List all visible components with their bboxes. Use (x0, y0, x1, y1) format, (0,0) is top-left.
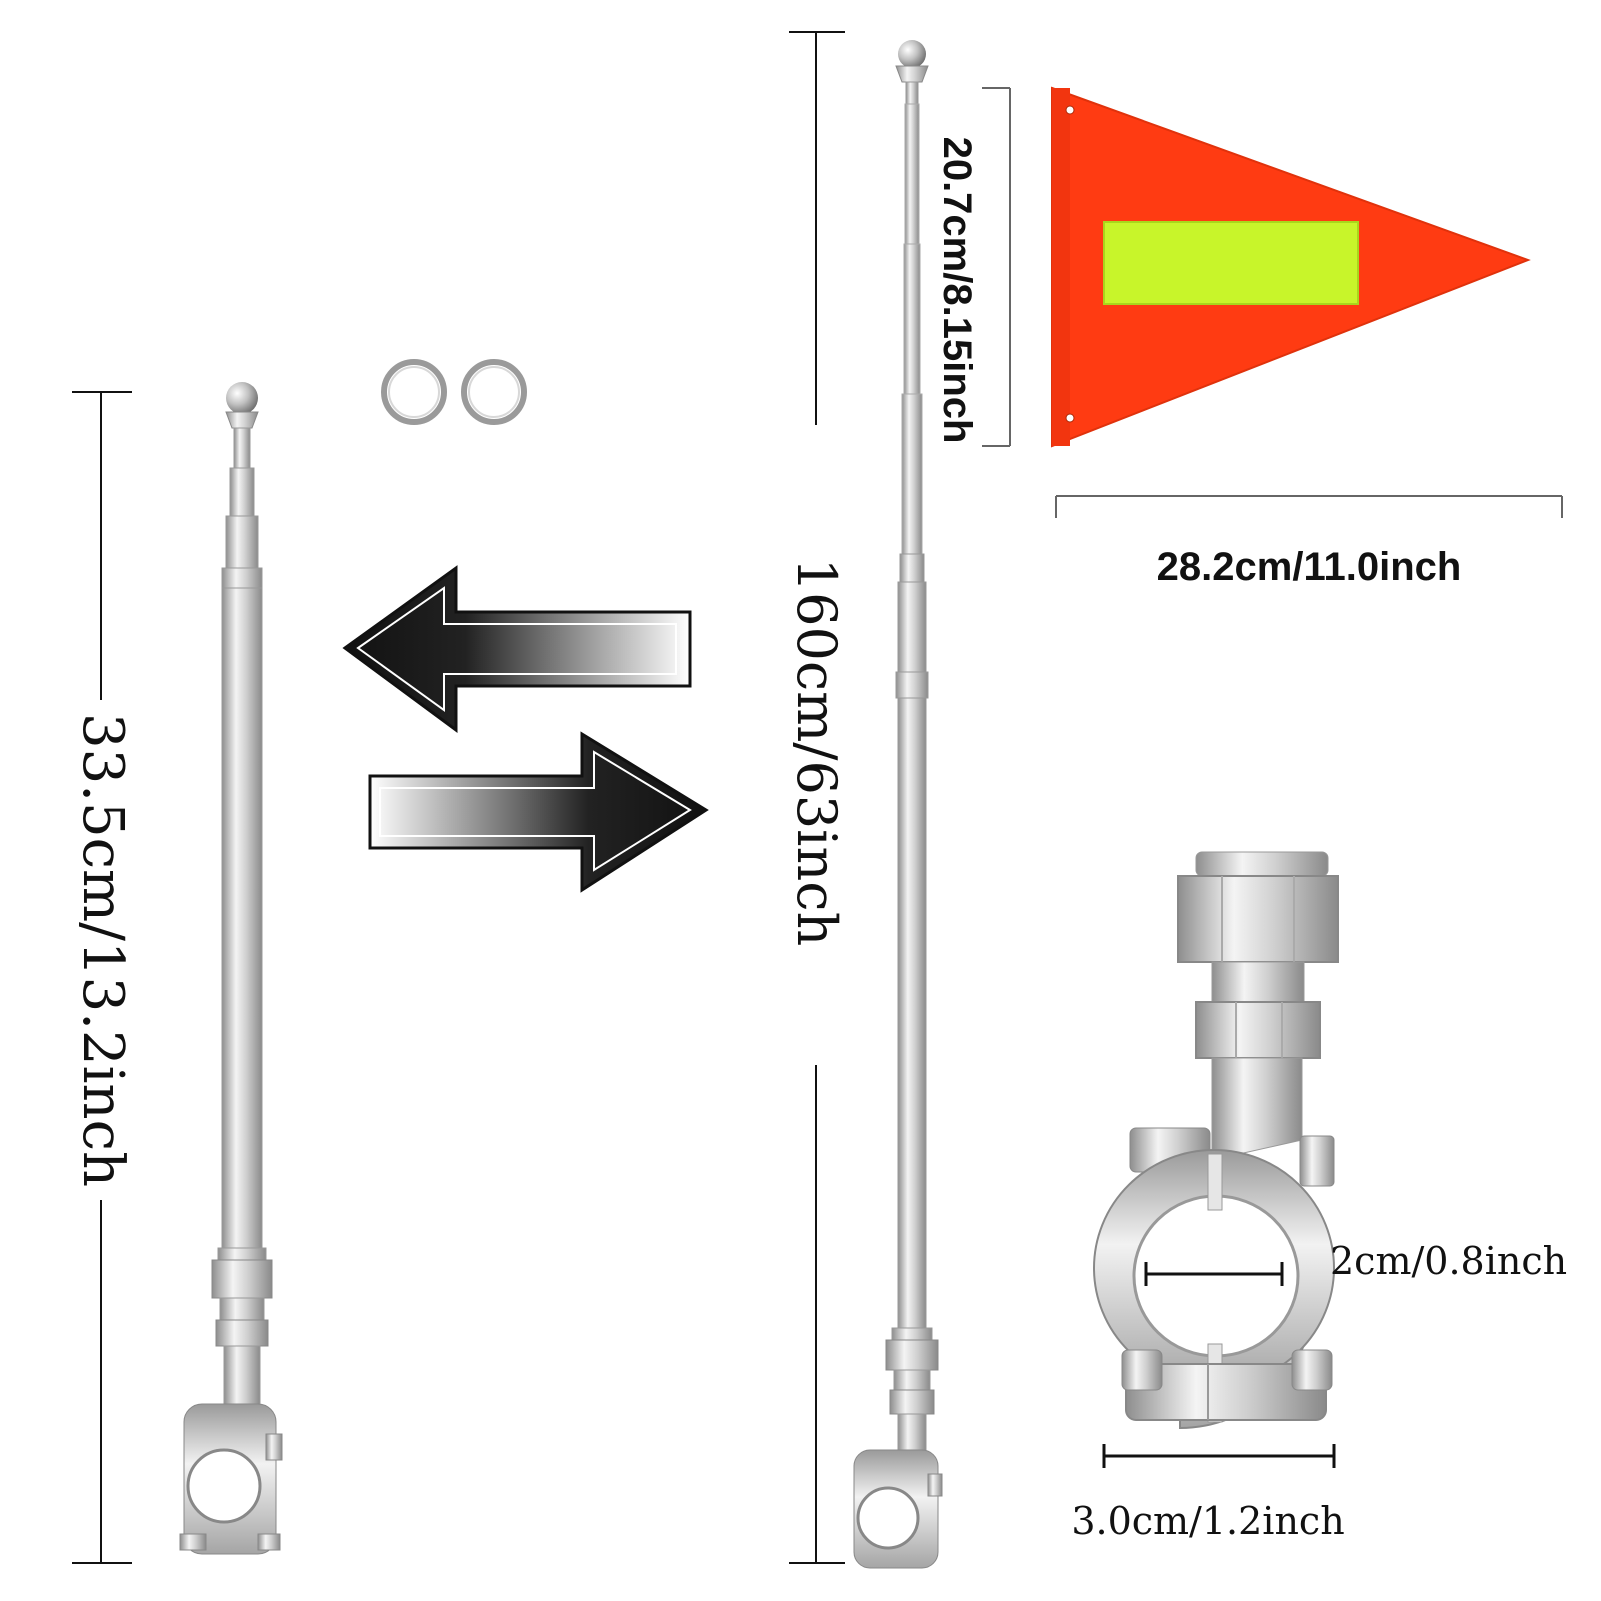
long-pole-clamp (853, 1449, 943, 1569)
short-pole-length-label: 33.5cm/13.2inch (70, 713, 135, 1187)
clamp-width-label: 3.0cm/1.2inch (1071, 1499, 1344, 1543)
short-pole-dimension (72, 391, 132, 1564)
reflective-strip (1103, 221, 1359, 305)
pole-tip-ball-icon (898, 40, 926, 68)
arrow-right-icon (368, 731, 709, 893)
flag-height-label: 20.7cm/8.15inch (935, 137, 979, 444)
short-telescopic-pole (179, 382, 283, 1555)
long-pole-dimension (789, 31, 845, 1564)
clamp-width-dimension (1102, 1444, 1336, 1468)
clamp-inner-diameter-dimension (1144, 1262, 1284, 1286)
arrow-left-icon (342, 565, 692, 733)
pennant-flag (1051, 86, 1531, 448)
flag-width-dimension (1055, 495, 1563, 518)
clamp-inner-diameter-label: 2cm/0.8inch (1330, 1239, 1567, 1283)
split-ring-icon (381, 359, 527, 425)
short-pole-clamp (179, 1403, 283, 1555)
long-pole-length-label: 160cm/63inch (785, 558, 848, 947)
clamp-detail (1093, 851, 1339, 1430)
long-telescopic-pole (853, 40, 943, 1569)
flag-width-label: 28.2cm/11.0inch (1157, 545, 1462, 589)
flag-height-dimension (982, 87, 1011, 447)
pole-tip-ball-icon (226, 382, 258, 414)
